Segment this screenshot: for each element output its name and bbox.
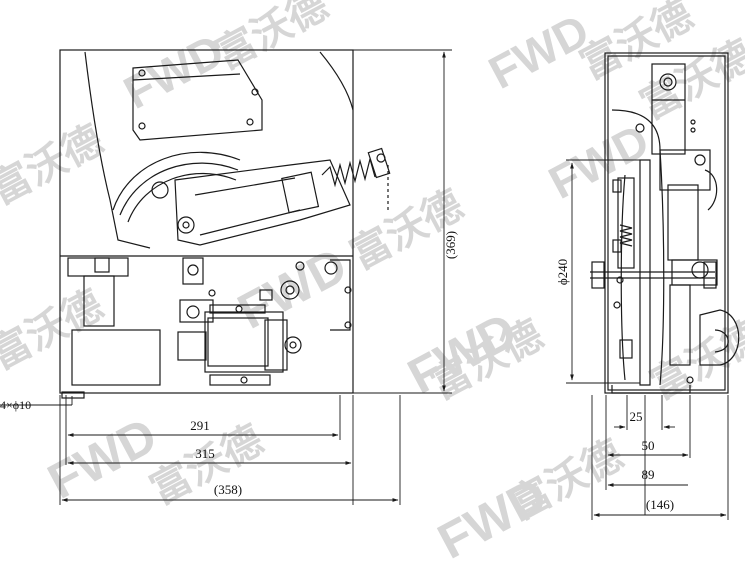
brake-magnet <box>204 311 284 373</box>
side-dim-89: 89 <box>642 467 655 482</box>
terminal-block <box>67 257 129 277</box>
side-dim-50: 50 <box>642 438 655 453</box>
front-view <box>59 49 391 399</box>
height-dim-label: (369) <box>443 231 458 259</box>
side-dim-25: 25 <box>630 409 643 424</box>
sheave <box>639 159 651 386</box>
upper-housing <box>132 59 263 141</box>
watermark-chinese: 富沃德 <box>209 0 336 78</box>
switch-box <box>71 329 161 386</box>
watermark-brand: FWD <box>229 237 356 340</box>
watermark-chinese: 富沃德 <box>344 183 471 278</box>
diameter-dim-label: ϕ240 <box>555 259 570 285</box>
hole-note-label: 4×ϕ10 <box>0 398 31 412</box>
watermark-brand: FWD <box>39 407 166 510</box>
side-dim-146: (146) <box>646 497 674 512</box>
side-dimensions <box>566 159 729 520</box>
front-dimensions <box>0 49 452 505</box>
width-dim-315: 315 <box>195 446 215 461</box>
width-dim-358: (358) <box>214 482 242 497</box>
sheave-arc <box>112 151 241 211</box>
watermark-chinese: 富沃德 <box>0 118 110 213</box>
side-view <box>590 52 740 394</box>
watermark-chinese: 富沃德 <box>504 433 631 528</box>
lever-arm <box>174 159 351 246</box>
spring-icon <box>321 147 391 188</box>
width-dim-291: 291 <box>190 418 210 433</box>
front-outline <box>59 49 354 394</box>
top-bracket <box>651 63 686 155</box>
motor-lobe <box>699 309 740 366</box>
